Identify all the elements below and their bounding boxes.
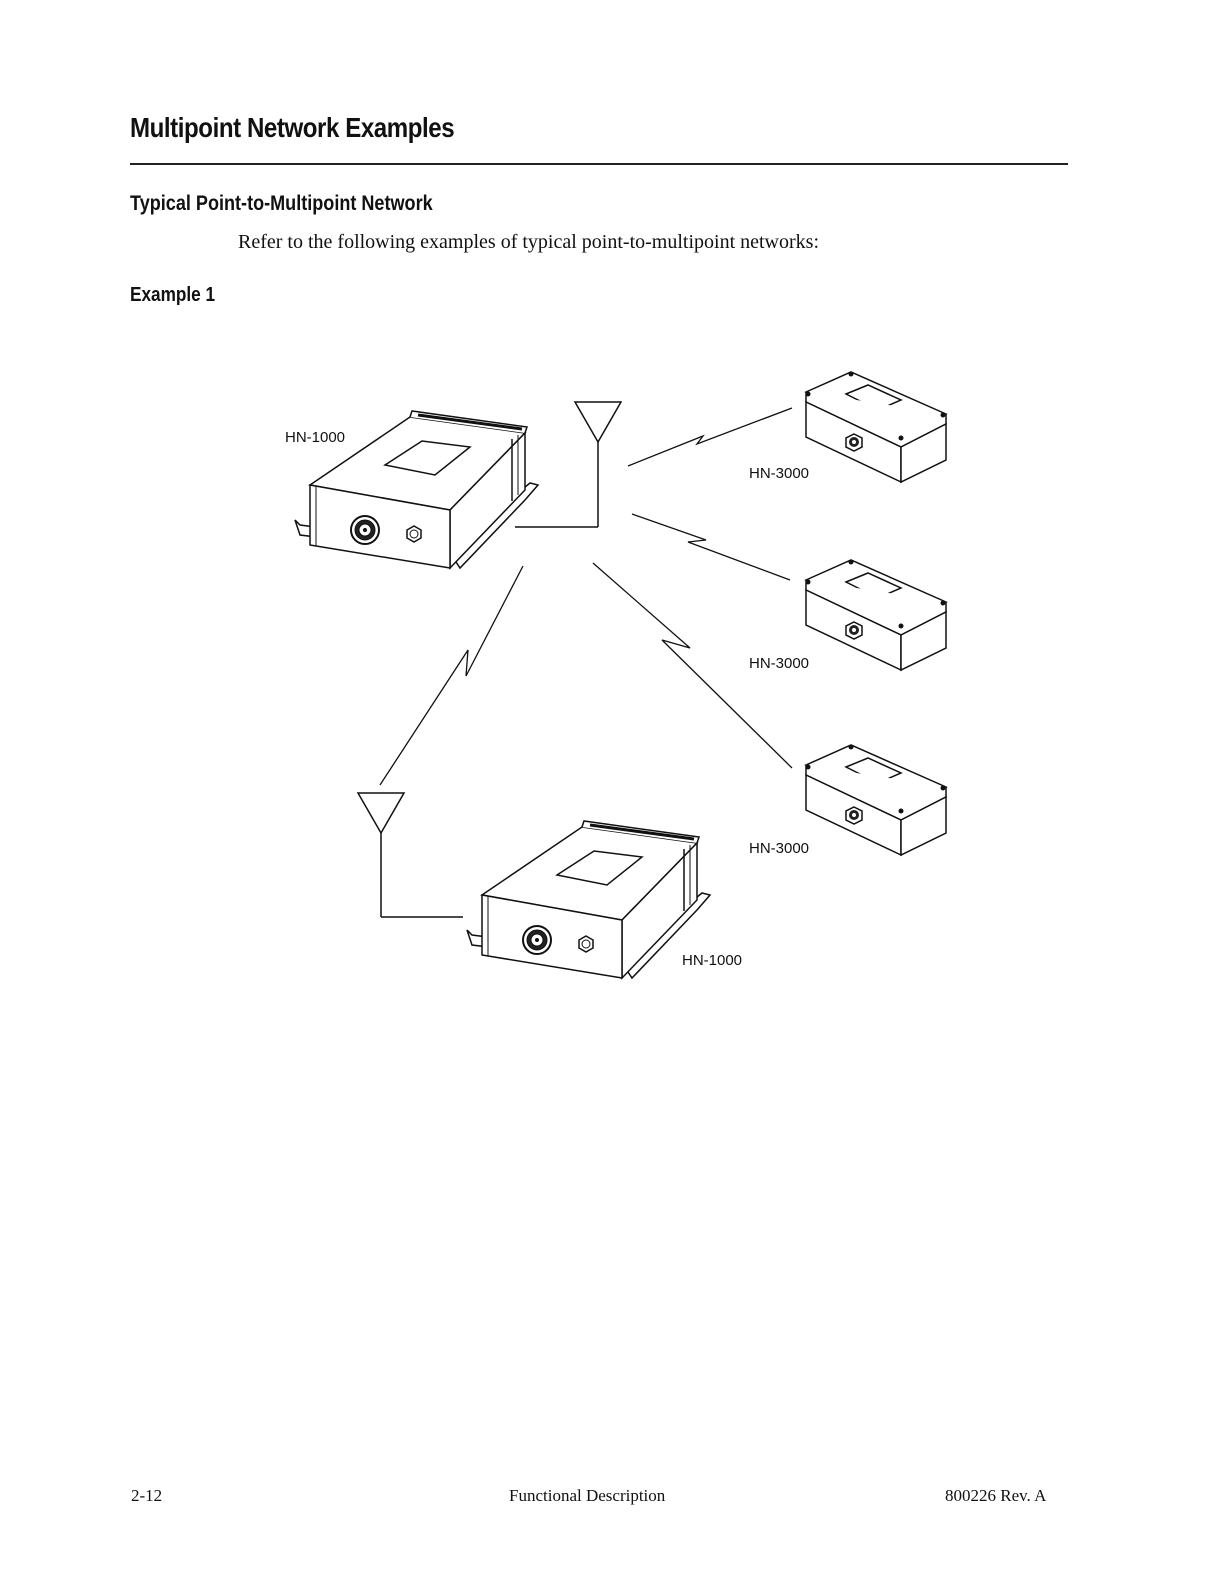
label-hn1000-repeater: HN-1000: [682, 952, 742, 969]
radio-link-repeater: [380, 566, 523, 785]
label-hn3000-remote-3: HN-3000: [749, 840, 809, 857]
repeater-antenna-icon: [358, 793, 463, 917]
master-antenna-icon: [515, 402, 621, 527]
hn3000-remote-device-3: [806, 745, 947, 856]
footer-section-title: Functional Description: [509, 1486, 665, 1506]
hn1000-repeater-device: [467, 821, 710, 978]
radio-link-remote-1: [628, 408, 792, 466]
footer-page-number: 2-12: [131, 1486, 162, 1506]
footer-doc-revision: 800226 Rev. A: [945, 1486, 1046, 1506]
label-hn1000-master: HN-1000: [285, 429, 345, 446]
hn3000-remote-device-1: [806, 372, 947, 483]
hn3000-remote-device-2: [806, 560, 947, 671]
radio-link-remote-2: [632, 514, 790, 580]
label-hn3000-remote-1: HN-3000: [749, 465, 809, 482]
label-hn3000-remote-2: HN-3000: [749, 655, 809, 672]
